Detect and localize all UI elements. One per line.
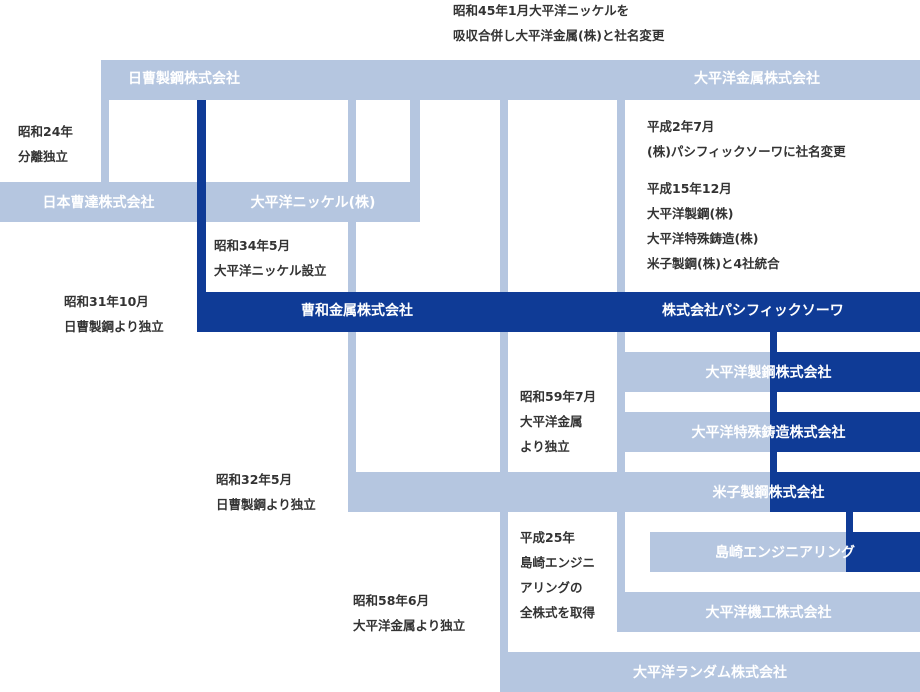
note-s58: 昭和58年6月大平洋金属より独立 xyxy=(353,593,466,633)
note-h2: 平成2年7月(株)パシフィックソーワに社名変更 xyxy=(647,119,846,159)
sowa-kinzoku-label: 曹和金属株式会社 xyxy=(301,303,413,319)
taiheiyo-steel-label: 大平洋製鋼株式会社 xyxy=(705,365,832,381)
connector-nisso-sowa xyxy=(197,100,206,332)
taiheiyo-steel-dark xyxy=(775,352,920,392)
connector-nickel-a xyxy=(348,100,356,182)
note-s31: 昭和31年10月日曹製鋼より独立 xyxy=(64,294,164,334)
connector-nickel-sowa xyxy=(348,222,356,292)
note-s45: 昭和45年1月大平洋ニッケルを吸収合併し大平洋金属(株)と社名変更 xyxy=(453,3,665,43)
nisso-steel-bar xyxy=(101,60,920,100)
taiheiyo-random-label: 大平洋ランダム株式会社 xyxy=(633,665,787,681)
taiheiyo-casting-dark xyxy=(775,412,920,452)
yonago-steel-dark xyxy=(775,472,920,512)
connector-kinzoku-pacific xyxy=(617,100,625,292)
note-h25: 平成25年島崎エンジニアリングの全株式を取得 xyxy=(520,530,596,620)
taiheiyo-random-bar: 大平洋ランダム株式会社 xyxy=(500,652,920,692)
yonago-steel-label: 米子製鋼株式会社 xyxy=(712,485,825,501)
shimazaki-dark xyxy=(846,532,920,572)
note-s32: 昭和32年5月日曹製鋼より独立 xyxy=(216,472,316,512)
nihon-soda-label: 日本曹達株式会社 xyxy=(42,195,155,211)
sowa-kinzoku-bar xyxy=(197,292,920,332)
note-s59: 昭和59年7月大平洋金属より独立 xyxy=(520,389,597,454)
nisso-steel-label: 日曹製鋼株式会社 xyxy=(128,71,240,87)
connector-nisso-left xyxy=(101,100,109,182)
taiheiyo-casting-label: 大平洋特殊鋳造株式会社 xyxy=(691,425,846,441)
connector-sowa-yonago xyxy=(348,332,356,472)
taiheiyo-nickel-bar: 大平洋ニッケル(株) xyxy=(206,182,420,222)
connector-kinzoku-main xyxy=(500,100,508,692)
taiheiyo-nickel-label: 大平洋ニッケル(株) xyxy=(250,195,376,211)
nihon-soda-bar: 日本曹達株式会社 xyxy=(0,182,197,222)
connector-shimazaki xyxy=(846,512,853,542)
connector-nickel-b xyxy=(410,100,420,182)
note-s34: 昭和34年5月大平洋ニッケル設立 xyxy=(214,238,327,278)
note-h15: 平成15年12月大平洋製鋼(株)大平洋特殊鋳造(株)米子製鋼(株)と4社統合 xyxy=(647,181,780,271)
connector-pacific-vertical xyxy=(770,332,777,512)
note-s24: 昭和24年分離独立 xyxy=(18,124,73,164)
taiheiyo-kinzoku-label: 大平洋金属株式会社 xyxy=(694,71,820,87)
shimazaki-label: 島崎エンジニアリング xyxy=(715,545,855,561)
taiheiyo-machinery-bar: 大平洋機工株式会社 xyxy=(617,592,920,632)
pacific-sowa-label: 株式会社パシフィックソーワ xyxy=(662,303,844,319)
taiheiyo-machinery-label: 大平洋機工株式会社 xyxy=(705,605,832,621)
